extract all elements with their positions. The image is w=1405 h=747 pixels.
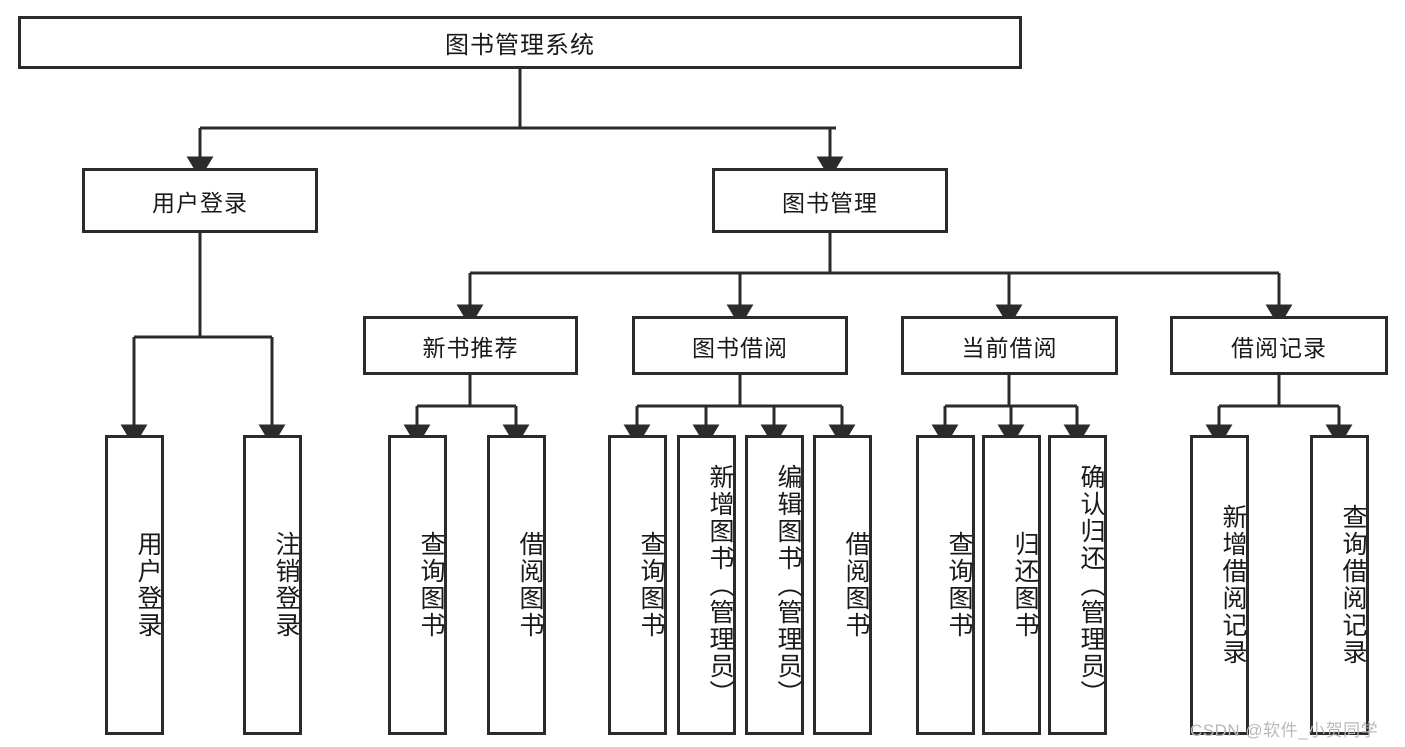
node-leaf-confirm-return[interactable]: 确认归还（管理员） — [1048, 435, 1107, 735]
node-current-borrow[interactable]: 当前借阅 — [901, 316, 1118, 375]
node-leaf-query-book-2[interactable]: 查询图书 — [608, 435, 667, 735]
node-new-book-rec[interactable]: 新书推荐 — [363, 316, 578, 375]
node-user-login[interactable]: 用户登录 — [82, 168, 318, 233]
node-leaf-user-login[interactable]: 用户登录 — [105, 435, 164, 735]
csdn-watermark: CSDN @软件_小贺同学 — [1190, 721, 1379, 740]
node-book-manage[interactable]: 图书管理 — [712, 168, 948, 233]
node-root-system[interactable]: 图书管理系统 — [18, 16, 1022, 69]
node-leaf-borrow-book-2[interactable]: 借阅图书 — [813, 435, 872, 735]
node-leaf-add-book[interactable]: 新增图书（管理员） — [677, 435, 736, 735]
node-leaf-borrow-book-1[interactable]: 借阅图书 — [487, 435, 546, 735]
node-leaf-query-book-1[interactable]: 查询图书 — [388, 435, 447, 735]
node-leaf-logout[interactable]: 注销登录 — [243, 435, 302, 735]
node-book-borrow[interactable]: 图书借阅 — [632, 316, 848, 375]
node-borrow-record[interactable]: 借阅记录 — [1170, 316, 1388, 375]
node-leaf-edit-book[interactable]: 编辑图书（管理员） — [745, 435, 804, 735]
node-leaf-query-book-3[interactable]: 查询图书 — [916, 435, 975, 735]
node-leaf-add-record[interactable]: 新增借阅记录 — [1190, 435, 1249, 735]
node-leaf-query-record[interactable]: 查询借阅记录 — [1310, 435, 1369, 735]
node-leaf-return-book[interactable]: 归还图书 — [982, 435, 1041, 735]
